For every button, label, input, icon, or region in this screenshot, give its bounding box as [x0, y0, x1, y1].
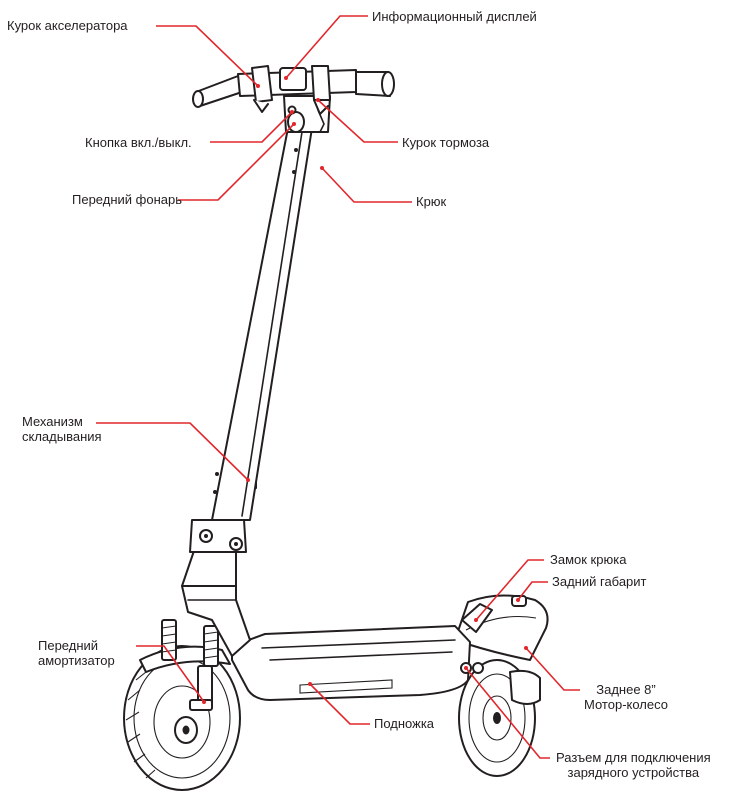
label-charging-port-line2: зарядного устройства [556, 765, 711, 780]
label-front-shock: Передний амортизатор [38, 638, 115, 668]
label-front-shock-line1: Передний [38, 638, 115, 653]
label-kickstand: Подножка [374, 716, 434, 731]
label-rear-light: Задний габарит [552, 574, 647, 589]
deck [232, 626, 470, 700]
stem [212, 128, 312, 520]
label-throttle: Курок акселератора [7, 18, 128, 33]
label-front-light: Передний фонарь [72, 192, 182, 207]
label-rear-wheel-line1: Заднее 8” [584, 682, 668, 697]
label-charging-port: Разъем для подключения зарядного устройс… [556, 750, 711, 780]
label-display: Информационный дисплей [372, 9, 537, 24]
label-charging-port-line1: Разъем для подключения [556, 750, 711, 765]
label-brake: Курок тормоза [402, 135, 489, 150]
front-wheel [124, 646, 240, 790]
label-folding-line2: складывания [22, 429, 102, 444]
scooter-illustration [124, 66, 548, 790]
leader-hook [322, 168, 412, 202]
label-folding: Механизм складывания [22, 414, 102, 444]
label-rear-wheel-line2: Мотор-колесо [584, 697, 668, 712]
label-power-button: Кнопка вкл./выкл. [85, 135, 192, 150]
label-front-shock-line2: амортизатор [38, 653, 115, 668]
label-hook-lock: Замок крюка [550, 552, 626, 567]
label-folding-line1: Механизм [22, 414, 102, 429]
label-rear-wheel: Заднее 8” Мотор-колесо [584, 682, 668, 712]
label-hook: Крюк [416, 194, 446, 209]
